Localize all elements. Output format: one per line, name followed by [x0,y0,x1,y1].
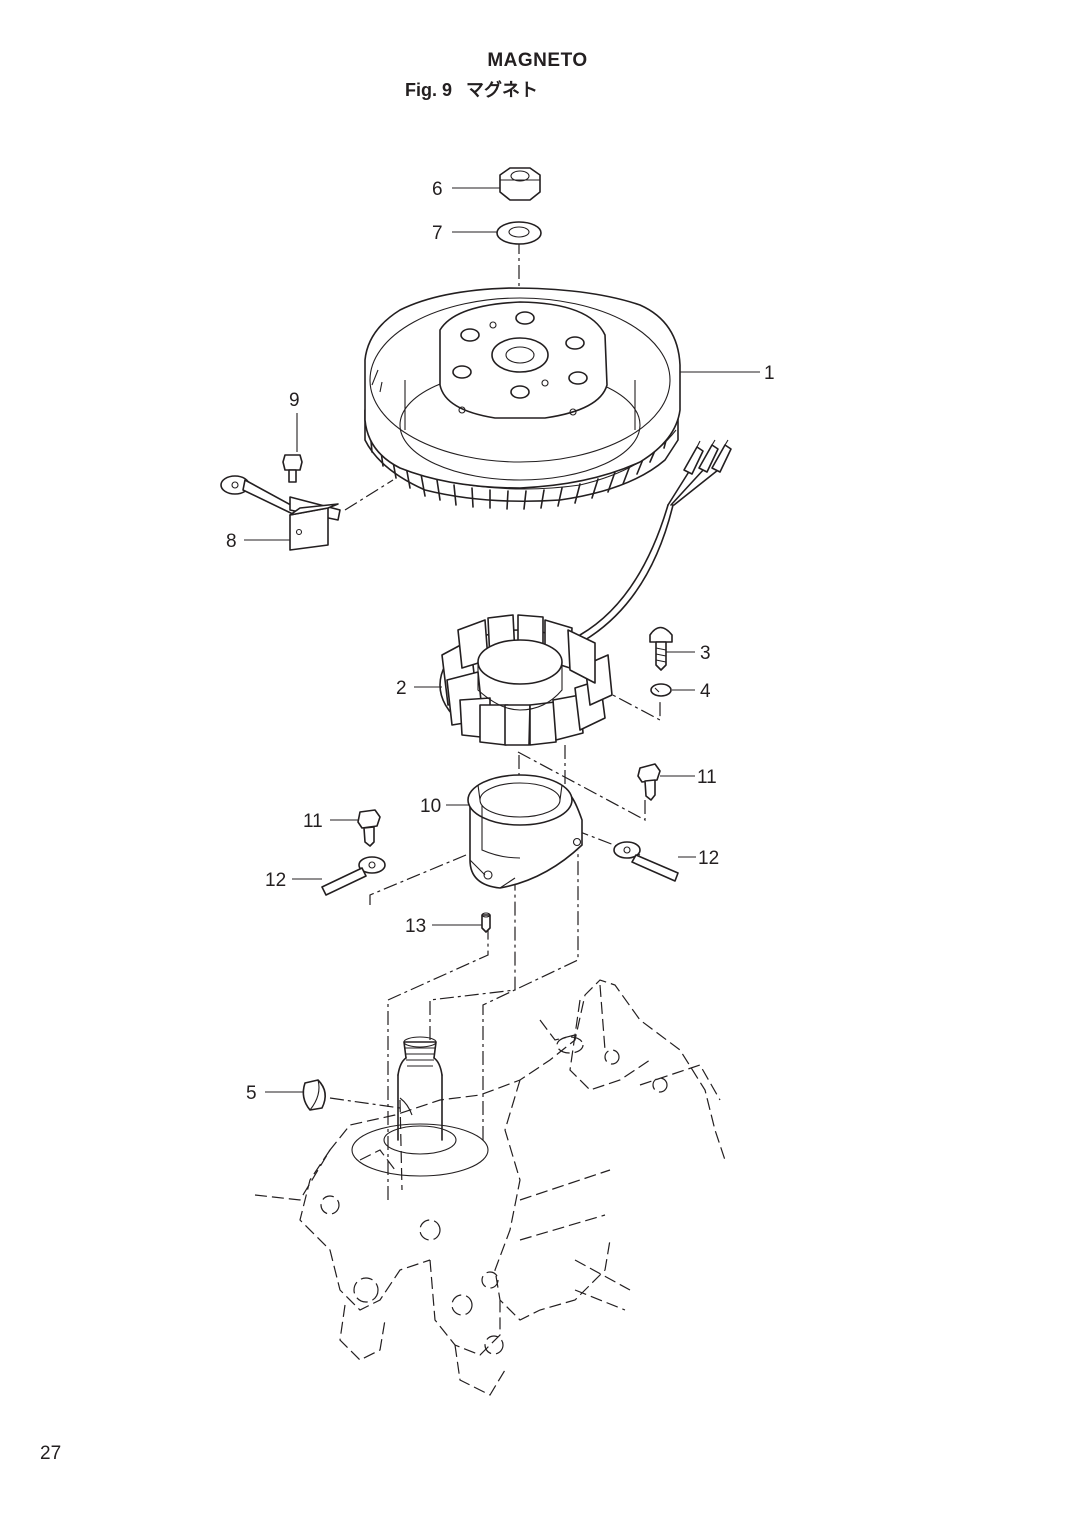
callout-7: 7 [432,223,443,244]
page-number: 27 [40,1443,62,1464]
part-11-bolt-right [637,763,661,801]
callout-numbers: 6 7 1 9 8 3 2 4 11 10 11 12 12 13 5 [226,179,775,1104]
callout-11-right: 11 [697,767,717,788]
crankshaft-boss [351,1036,489,1177]
callout-2: 2 [396,678,407,699]
callout-12-left: 12 [265,870,286,891]
stator-wire-harness [579,439,732,641]
part-7-washer [496,221,542,245]
engine-block-outline [254,979,726,1396]
part-9-bolt [282,454,303,483]
part-2-stator [439,614,613,746]
part-11-bolt-left [357,809,381,847]
part-5-woodruff-key [302,1079,326,1111]
part-8-pulser-coil [220,475,341,551]
callout-leaders [244,187,760,1093]
callout-4: 4 [700,681,711,702]
part-3-screw [649,626,673,671]
page-title: MAGNETO [487,50,588,71]
callout-12-right: 12 [698,848,719,869]
callout-3: 3 [700,643,711,664]
callout-9: 9 [289,390,300,411]
part-1-flywheel [364,287,681,510]
callout-8: 8 [226,531,237,552]
figure-number: Fig. 9 [405,80,453,100]
callout-11-left: 11 [303,811,323,832]
callout-6: 6 [432,179,443,200]
callout-10: 10 [420,796,441,817]
callout-13: 13 [405,916,426,937]
part-13-dowel-pin [481,912,491,933]
callout-5: 5 [246,1083,257,1104]
figure-caption: Fig. 9 マグネト [405,76,538,102]
part-6-nut [499,167,541,201]
figure-title-japanese: マグネト [466,80,539,101]
part-12-ground-lead-right [613,841,679,882]
callout-1: 1 [764,363,775,384]
part-12-ground-lead-left [321,856,386,896]
part-4-lock-washer [650,683,672,697]
part-10-stator-bracket [467,774,583,889]
